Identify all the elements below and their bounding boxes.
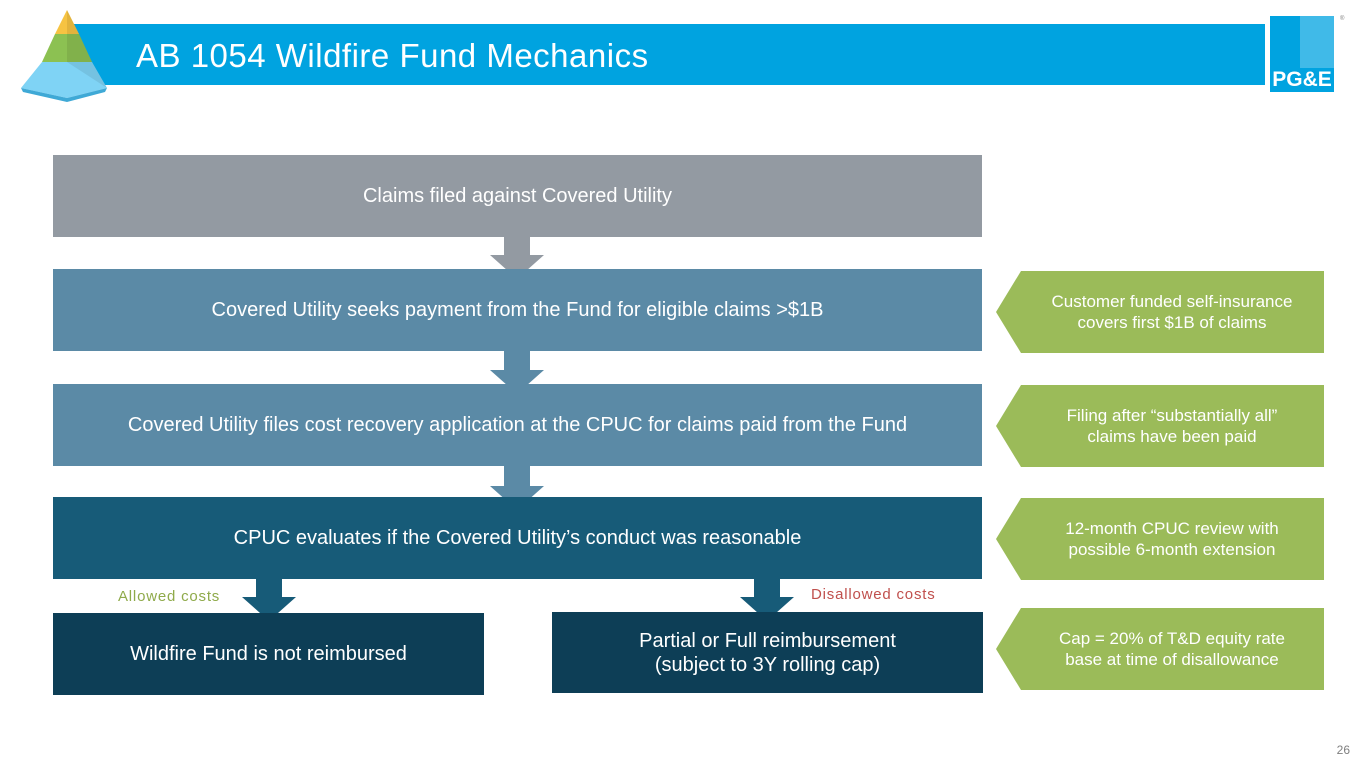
pyramid-logo-icon	[15, 6, 115, 102]
pge-logo-text: PG&E	[1272, 68, 1332, 91]
arrow-down-icon	[242, 579, 296, 621]
pge-logo: PG&E ®	[1262, 10, 1346, 98]
partial-reimbursement-box: Partial or Full reimbursement (subject t…	[552, 612, 983, 693]
seek-payment-text: Covered Utility seeks payment from the F…	[211, 299, 824, 321]
page-number: 26	[1336, 743, 1350, 757]
fund-not-reimbursed-box: Wildfire Fund is not reimbursed	[53, 613, 484, 695]
arrow-down-icon	[490, 237, 544, 279]
files-application-text: Covered Utility files cost recovery appl…	[127, 414, 908, 436]
claims-filed-box: Claims filed against Covered Utility	[53, 155, 982, 237]
callout-filing-timing: Filing after “substantially all” claims …	[996, 385, 1324, 467]
callout-line: Filing after “substantially all”	[1066, 406, 1278, 425]
arrow-down-icon	[490, 466, 544, 510]
arrow-down-icon	[490, 351, 544, 394]
callout-line: Customer funded self-insurance	[1051, 292, 1293, 311]
claims-filed-text: Claims filed against Covered Utility	[362, 185, 672, 207]
cpuc-evaluates-text: CPUC evaluates if the Covered Utility’s …	[233, 527, 802, 549]
seek-payment-box: Covered Utility seeks payment from the F…	[53, 269, 982, 351]
callout-line: Cap = 20% of T&D equity rate	[1058, 629, 1285, 648]
slide-title: AB 1054 Wildfire Fund Mechanics	[136, 37, 649, 74]
callout-line: possible 6-month extension	[1068, 540, 1276, 559]
svg-text:®: ®	[1340, 15, 1345, 22]
arrow-down-icon	[740, 579, 794, 621]
disallowed-costs-label: Disallowed costs	[811, 586, 936, 603]
title-bar	[70, 24, 1265, 85]
files-application-box: Covered Utility files cost recovery appl…	[53, 384, 982, 466]
cpuc-evaluates-box: CPUC evaluates if the Covered Utility’s …	[53, 497, 982, 579]
callout-line: covers first $1B of claims	[1077, 313, 1267, 332]
callout-line: base at time of disallowance	[1065, 650, 1279, 669]
partial-reimbursement-line1: Partial or Full reimbursement	[639, 629, 896, 652]
allowed-costs-label: Allowed costs	[118, 588, 221, 605]
fund-not-reimbursed-text: Wildfire Fund is not reimbursed	[130, 643, 407, 665]
partial-reimbursement-line2: (subject to 3Y rolling cap)	[654, 653, 881, 676]
callout-line: claims have been paid	[1087, 427, 1257, 446]
callout-review-period: 12-month CPUC review with possible 6-mon…	[996, 498, 1324, 580]
callout-cap: Cap = 20% of T&D equity rate base at tim…	[996, 608, 1324, 690]
callout-self-insurance: Customer funded self-insurance covers fi…	[996, 271, 1324, 353]
callout-line: 12-month CPUC review with	[1065, 519, 1279, 538]
